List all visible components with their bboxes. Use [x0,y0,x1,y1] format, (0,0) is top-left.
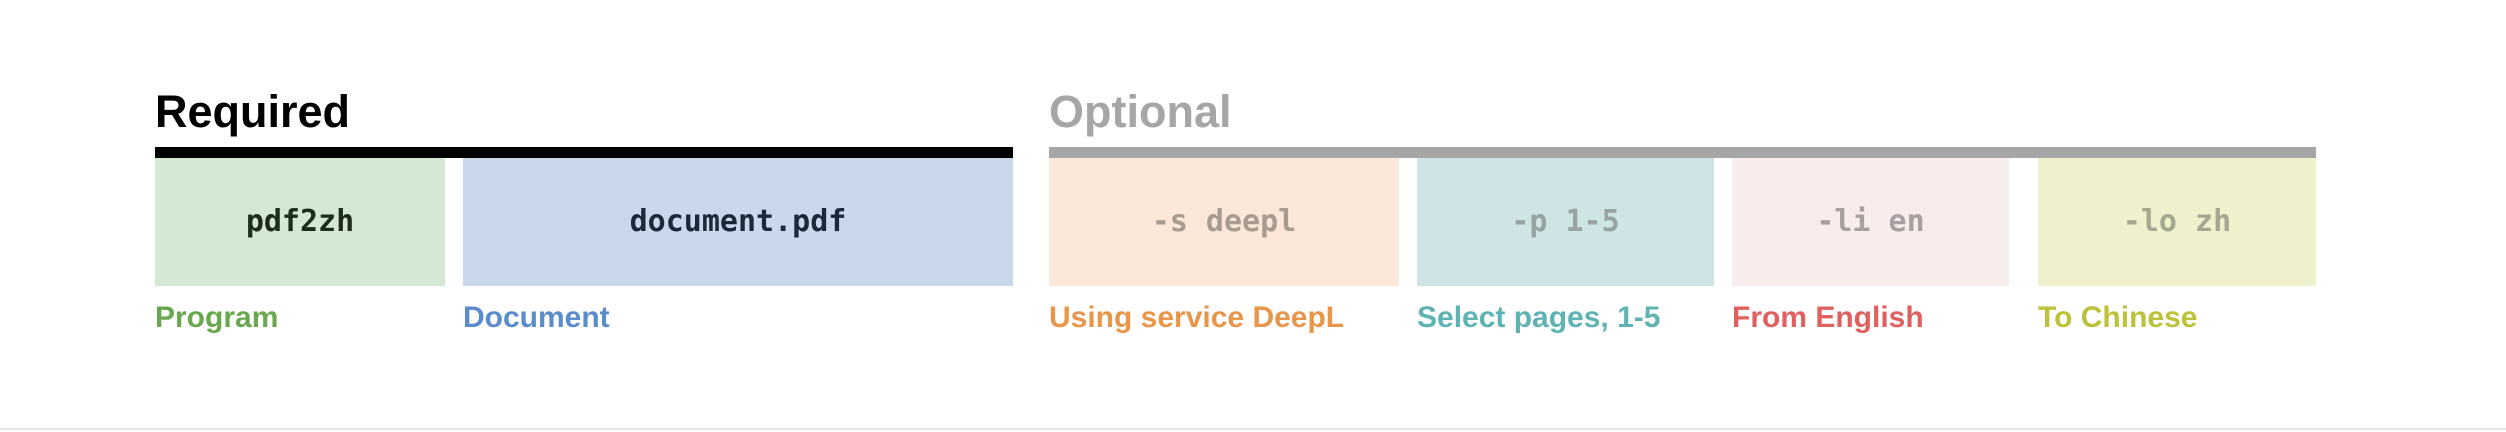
required-heading: Required [155,86,351,137]
pages-caption: Select pages, 1-5 [1417,301,1661,334]
service-command: -s deepl [1151,204,1297,239]
pages-arg-box: -p 1-5 [1417,158,1714,286]
document-caption: Document [463,301,610,334]
required-section-bar [155,147,1013,158]
target-language-caption: To Chinese [2038,301,2198,334]
optional-section-bar [1049,147,2316,158]
source-language-command: -li en [1816,204,1925,239]
service-caption: Using service DeepL [1049,301,1345,334]
document-arg-box: document.pdf [463,158,1013,286]
target-language-command: -lo zh [2122,204,2232,239]
optional-heading: Optional [1049,86,1232,137]
program-command: pdf2zh [245,204,355,239]
target-language-arg-box: -lo zh [2038,158,2316,286]
source-language-arg-box: -li en [1732,158,2009,286]
bottom-divider [0,428,2506,430]
source-language-caption: From English [1732,301,1924,334]
service-arg-box: -s deepl [1049,158,1399,286]
program-caption: Program [155,301,279,334]
pages-command: -p 1-5 [1511,204,1620,239]
program-arg-box: pdf2zh [155,158,445,286]
document-command: document.pdf [629,204,847,239]
